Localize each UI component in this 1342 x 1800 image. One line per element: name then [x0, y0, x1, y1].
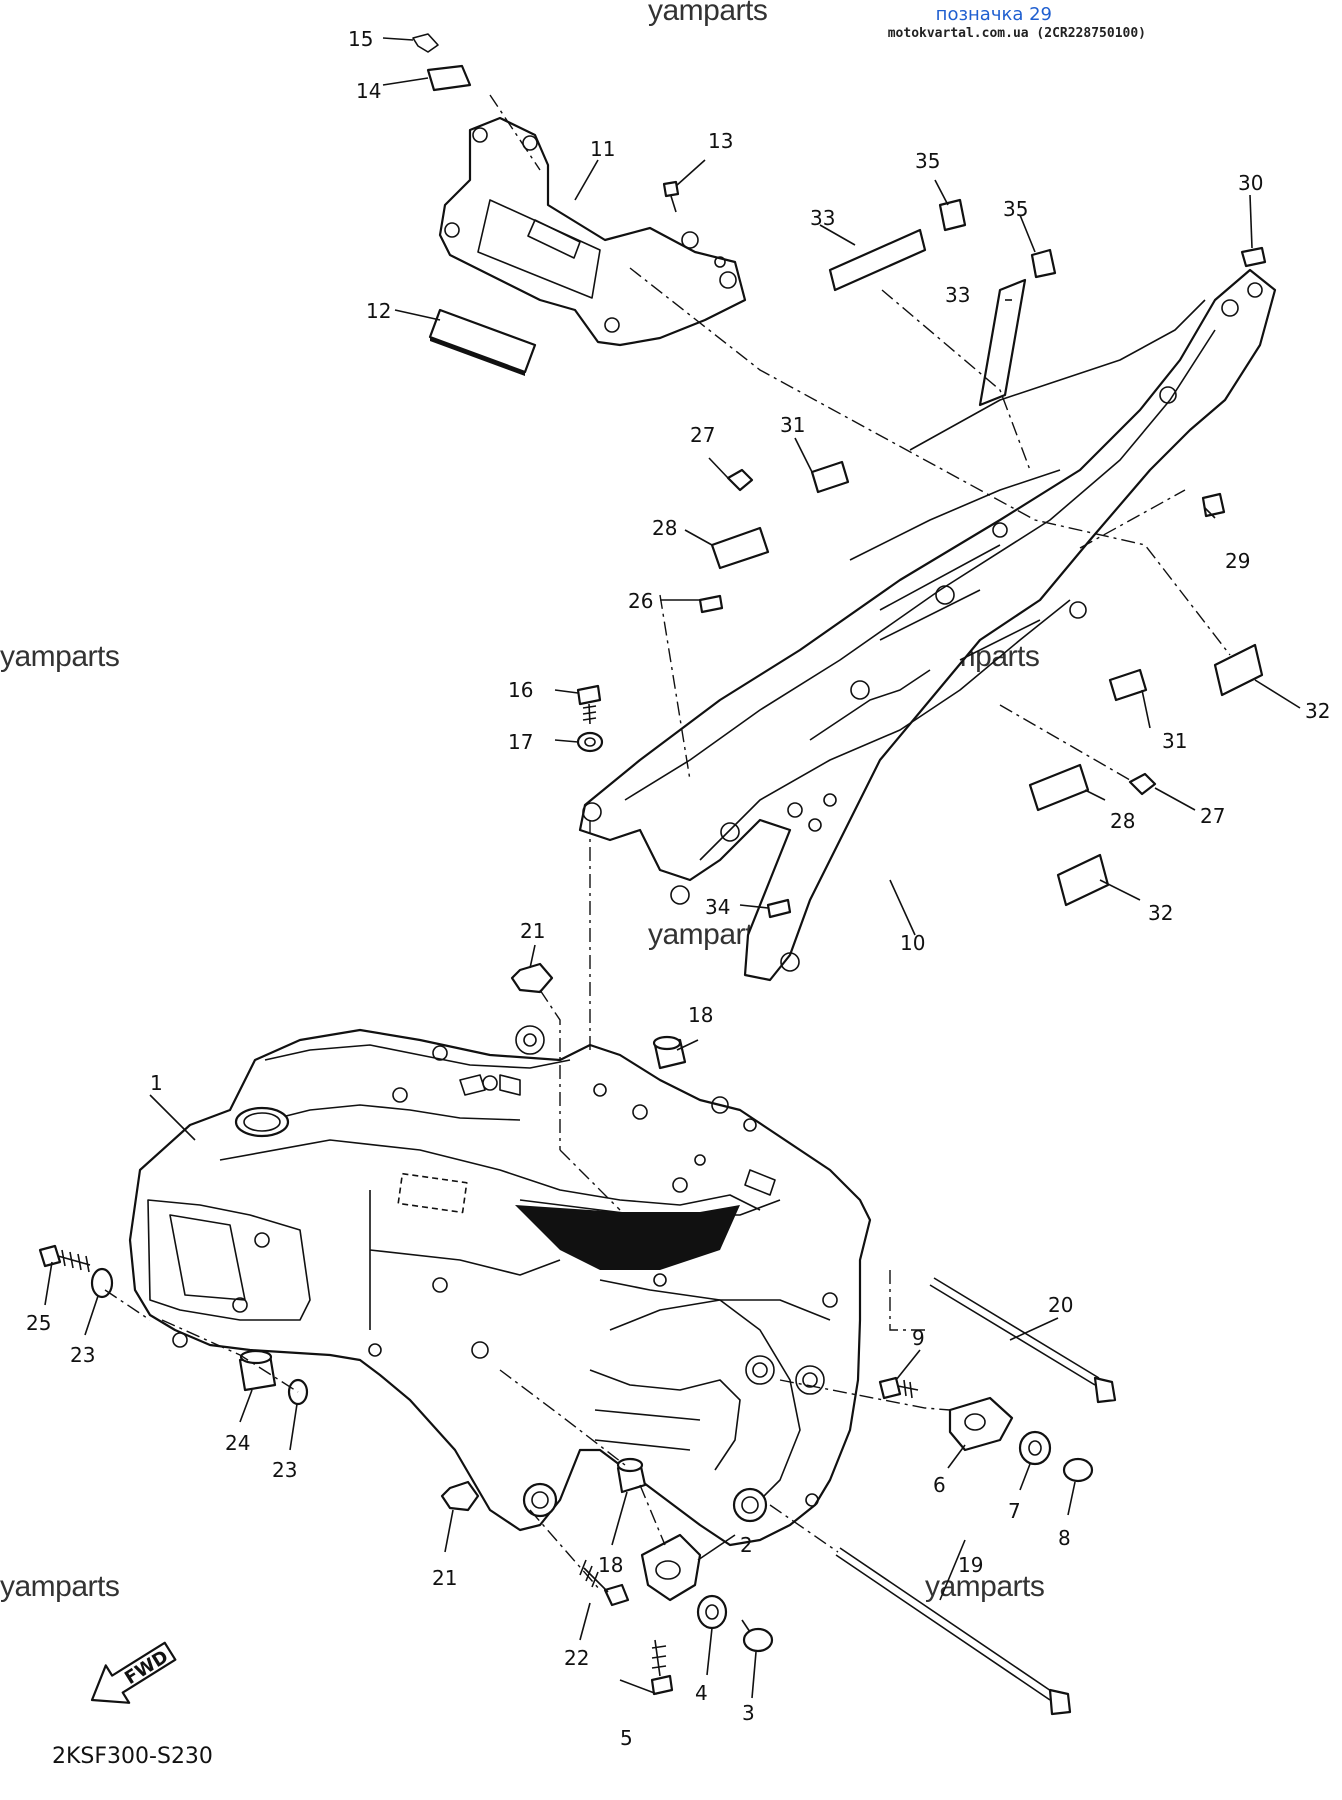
- part-27-cap-b: [1128, 772, 1157, 796]
- callout-5: 5: [620, 1726, 633, 1750]
- part-12-pad: [428, 308, 537, 376]
- part-32-pad-a: [1213, 643, 1264, 697]
- part-18-collar-bottom: [616, 1457, 647, 1494]
- callout-24: 24: [225, 1431, 250, 1455]
- part-4-collar: [696, 1594, 728, 1630]
- callout-27: 27: [1200, 804, 1225, 828]
- part-5-bolt: [650, 1639, 674, 1696]
- callout-11: 11: [590, 137, 615, 161]
- part-9-bolt: [878, 1376, 919, 1400]
- callout-8: 8: [1058, 1526, 1071, 1550]
- diagram-code: 2KSF300-S230: [52, 1744, 213, 1769]
- callout-26: 26: [628, 589, 653, 613]
- callout-10: 10: [900, 931, 925, 955]
- callout-9: 9: [912, 1326, 925, 1350]
- callout-25: 25: [26, 1311, 51, 1335]
- watermark: yamparts: [0, 640, 120, 673]
- callout-1: 1: [150, 1071, 163, 1095]
- callout-6: 6: [933, 1473, 946, 1497]
- callout-16: 16: [508, 678, 533, 702]
- callout-15: 15: [348, 27, 373, 51]
- part-7-collar: [1018, 1430, 1052, 1466]
- part-34-clip: [766, 898, 792, 919]
- part-17-washer: [576, 731, 604, 753]
- callout-14: 14: [356, 79, 381, 103]
- callout-17: 17: [508, 730, 533, 754]
- part-35-clip-a: [938, 198, 967, 232]
- part-33-pad-lower: [978, 278, 1027, 407]
- sticker-label-link[interactable]: позначка 29: [935, 4, 1052, 25]
- part-2-bracket: [640, 1533, 702, 1602]
- part-10-rear-subframe: [578, 268, 1277, 982]
- part-28-pad-b: [1028, 763, 1090, 812]
- callout-34: 34: [705, 895, 730, 919]
- part-33-pad-upper: [828, 228, 927, 292]
- callout-13: 13: [708, 129, 733, 153]
- callout-21: 21: [520, 919, 545, 943]
- callout-29: 29: [1225, 549, 1250, 573]
- part-3-bolt: [741, 1619, 774, 1653]
- callout-22: 22: [564, 1646, 589, 1670]
- part-6-bracket: [948, 1396, 1014, 1452]
- callout-30: 30: [1238, 171, 1263, 195]
- callout-2: 2: [740, 1533, 753, 1557]
- part-21-nut-bottom: [440, 1480, 480, 1512]
- part-1-main-frame: [128, 1025, 872, 1547]
- part-15-clip: [412, 33, 439, 53]
- callout-7: 7: [1008, 1499, 1021, 1523]
- callout-19: 19: [958, 1553, 983, 1577]
- callout-20: 20: [1048, 1293, 1073, 1317]
- part-28-pad-a: [710, 526, 770, 570]
- part-29-nut: [1201, 492, 1226, 518]
- callout-numbers: 1 2 3 4 5 6 7 8 9 10 11 12 13 14 15 16 1…: [26, 27, 1330, 1750]
- callout-23: 23: [272, 1458, 297, 1482]
- callout-18: 18: [688, 1003, 713, 1027]
- callout-18: 18: [598, 1553, 623, 1577]
- fwd-arrow-icon: FWD: [90, 1641, 177, 1704]
- part-26-clip: [698, 594, 724, 614]
- part-8-bolt: [1062, 1457, 1094, 1483]
- part-20-long-bolt: [929, 1277, 1117, 1404]
- part-16-bolt: [576, 684, 602, 725]
- part-14-label: [426, 64, 472, 92]
- callout-35: 35: [915, 149, 940, 173]
- part-31-pad-b: [1108, 668, 1148, 702]
- part-23-collar-a: [90, 1267, 114, 1299]
- part-19-long-bolt: [835, 1547, 1072, 1716]
- callout-23: 23: [70, 1343, 95, 1367]
- callout-21: 21: [432, 1566, 457, 1590]
- part-22-bolt: [579, 1559, 630, 1607]
- site-reference: motokvartal.com.ua (2CR228750100): [887, 26, 1146, 41]
- callout-4: 4: [695, 1681, 708, 1705]
- part-21-nut-top: [510, 962, 554, 994]
- part-25-bolt: [38, 1244, 91, 1273]
- watermark: yamparts: [0, 1570, 120, 1603]
- part-31-pad-a: [810, 460, 850, 494]
- callout-33: 33: [810, 206, 835, 230]
- callout-31: 31: [780, 413, 805, 437]
- callout-12: 12: [366, 299, 391, 323]
- callout-32: 32: [1148, 901, 1173, 925]
- watermark: yamparts: [648, 0, 768, 27]
- fwd-label: FWD: [121, 1646, 172, 1689]
- callout-27: 27: [690, 423, 715, 447]
- part-24-spacer: [238, 1349, 277, 1392]
- part-13-screw: [662, 180, 680, 213]
- part-18-collar-top: [652, 1035, 687, 1070]
- callout-35: 35: [1003, 197, 1028, 221]
- part-30-tag: [1240, 246, 1267, 268]
- part-35-clip-b: [1030, 248, 1057, 279]
- callout-3: 3: [742, 1701, 755, 1725]
- callout-32: 32: [1305, 699, 1330, 723]
- callout-33: 33: [945, 283, 970, 307]
- part-11-bracket-plate: [438, 116, 747, 347]
- part-32-pad-b: [1056, 853, 1110, 907]
- callout-28: 28: [1110, 809, 1135, 833]
- callout-28: 28: [652, 516, 677, 540]
- part-27-cap-a: [726, 468, 754, 492]
- leader-lines: [44, 37, 1301, 1699]
- callout-31: 31: [1162, 729, 1187, 753]
